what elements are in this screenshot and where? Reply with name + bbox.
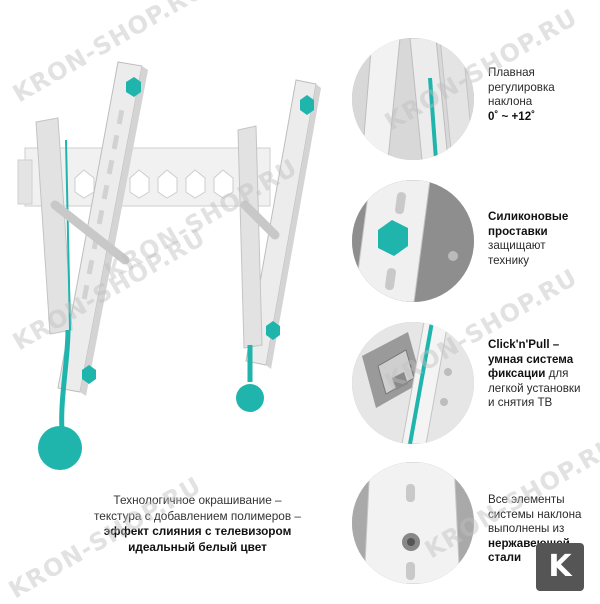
tv-mount-product-image [17,61,321,470]
kron-logo-badge: K [536,543,584,591]
feature-silicone-text: Силиконовые проставки защищают технику [488,210,569,267]
feature-steel-circle [352,462,474,584]
feature-silicone-circle [352,180,474,302]
feature-tilt-circle [352,38,474,160]
product-caption: Технологичное окрашивание – текстура с д… [94,493,301,554]
pull-cord-right [236,345,264,412]
feature-steel-text: Все элементы системы наклона выполнены и… [488,493,582,564]
pull-cord-left [38,329,82,470]
feature-clicknpull-text: Click'n'Pull – умная система фиксации дл… [488,338,581,409]
left-vertical-rail [35,61,148,396]
tilt-arms [50,200,280,265]
feature-clicknpull-circle [352,322,474,444]
feature-tilt-text: Плавная регулировка наклона 0˚ ~ +12˚ [488,66,555,123]
right-vertical-rail [237,79,321,369]
